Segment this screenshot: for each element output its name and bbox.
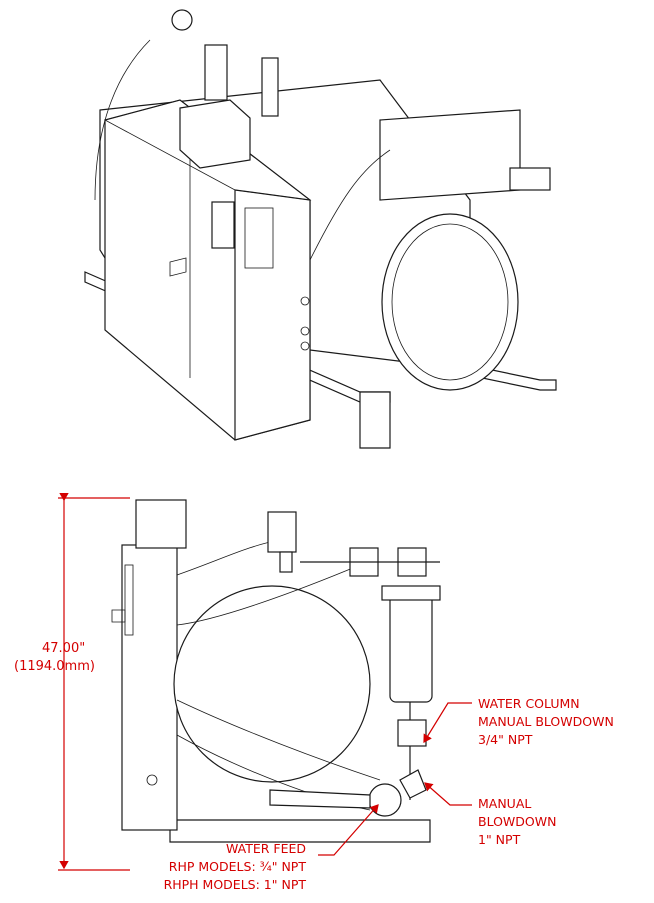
boiler-shell-end [173,585,371,783]
manual-blowdown-line-2: BLOWDOWN [478,814,556,829]
manual-blowdown-leader [424,782,472,806]
dimension-value: 47.00" [42,641,85,656]
water-column-line-1: WATER COLUMN [478,696,580,711]
water-feed-line-1: WATER FEED [226,841,306,856]
water-column [389,591,433,703]
junction-box [179,99,251,169]
dimension-metric: (1194.0mm) [14,659,95,674]
side-cabinet [121,544,178,831]
water-feed-leader [318,804,379,856]
water-column-line-3: 3/4" NPT [478,732,533,747]
display-panel [211,201,235,249]
manual-blowdown-line-1: MANUAL [478,796,531,811]
boiler-end-cap [381,213,519,391]
side-view [58,492,441,871]
water-column-leader [423,702,472,744]
feed-valve [368,783,402,817]
safety-valve [204,44,228,101]
isometric-view [84,9,557,449]
side-base [169,819,431,843]
valve-handwheel [171,9,193,31]
top-valve [267,511,297,553]
water-feed-line-3: RHPH MODELS: 1" NPT [164,877,307,892]
water-column-line-2: MANUAL BLOWDOWN [478,714,614,729]
manual-blowdown-line-3: 1" NPT [478,832,521,847]
water-feed-line-2: RHP MODELS: ¾" NPT [169,859,307,874]
piping-assembly [379,109,521,201]
annotations: 47.00" (1194.0mm) WATER COLUMN MANUAL BL… [14,641,614,892]
